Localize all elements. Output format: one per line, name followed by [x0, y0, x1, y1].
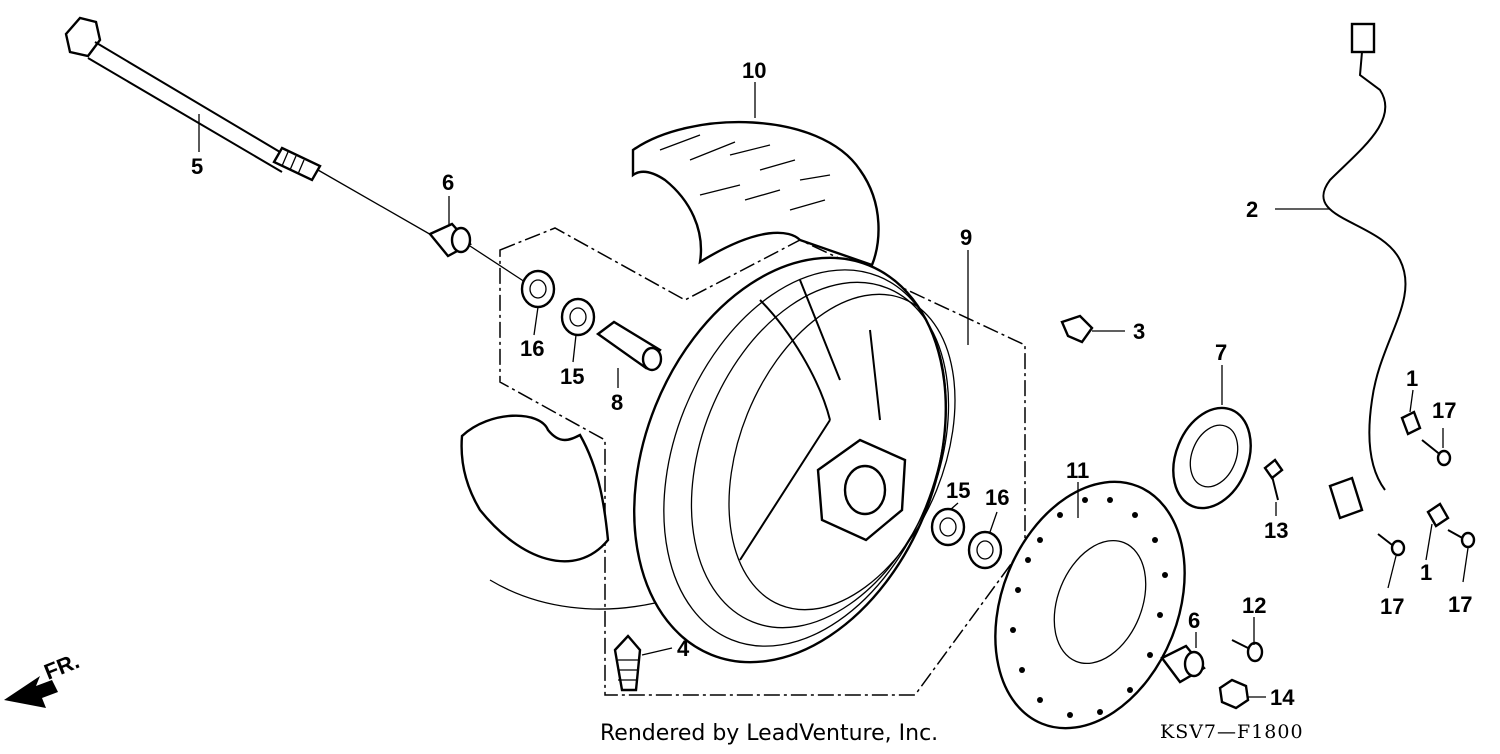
callout-11: 11: [1066, 458, 1089, 483]
callout-9: 9: [960, 225, 972, 250]
bracket-bolt-lower[interactable]: [1447, 529, 1476, 549]
front-marker: FR.: [41, 648, 83, 684]
callout-16-right: 16: [985, 485, 1009, 510]
bearing-left-outer[interactable]: [520, 269, 556, 309]
bracket-bolt-upper[interactable]: [1421, 439, 1452, 467]
disc-bolt-13[interactable]: [1263, 458, 1284, 501]
callout-7: 7: [1215, 340, 1227, 365]
diagram-code: KSV7—F1800: [1160, 721, 1304, 743]
callout-15-left: 15: [560, 364, 584, 389]
callout-14: 14: [1270, 685, 1295, 710]
tire-lower-section[interactable]: [460, 414, 656, 610]
bearing-right-outer[interactable]: [967, 530, 1003, 570]
leader-lines: [198, 82, 1469, 698]
callout-5: 5: [191, 154, 203, 179]
tire-valve[interactable]: [613, 634, 642, 692]
wire-bracket-upper[interactable]: [1400, 410, 1422, 436]
callout-17-upper: 17: [1432, 398, 1456, 423]
callout-12: 12: [1242, 593, 1266, 618]
credit-text: Rendered by LeadVenture, Inc.: [600, 721, 938, 746]
callout-17-lower-left: 17: [1380, 594, 1404, 619]
axle-nut[interactable]: [1218, 678, 1250, 710]
callout-6-left: 6: [442, 170, 454, 195]
clip[interactable]: [1060, 314, 1094, 344]
wire-bracket-lower[interactable]: [1426, 502, 1450, 528]
callout-15-right: 15: [946, 478, 970, 503]
collar-left[interactable]: [428, 222, 526, 283]
sensor-bolt[interactable]: [1377, 533, 1406, 557]
brake-disc[interactable]: [960, 453, 1219, 749]
abs-sensor-wire[interactable]: [1322, 22, 1407, 520]
front-direction-arrow-icon: [4, 676, 58, 708]
collar-right[interactable]: [1160, 644, 1206, 684]
bearing-left-inner[interactable]: [560, 297, 596, 337]
wheel-rim[interactable]: [577, 211, 1003, 709]
callout-2: 2: [1246, 197, 1258, 222]
callout-6-right: 6: [1188, 608, 1200, 633]
callout-3: 3: [1133, 319, 1145, 344]
callout-1-upper: 1: [1406, 366, 1418, 391]
bearing-right-inner[interactable]: [930, 507, 966, 547]
callout-17-lower-right: 17: [1448, 592, 1472, 617]
callout-4: 4: [677, 636, 690, 661]
callout-8: 8: [611, 390, 623, 415]
tire[interactable]: [631, 120, 880, 267]
distance-collar[interactable]: [595, 320, 663, 372]
callout-1-lower: 1: [1420, 560, 1432, 585]
callout-10: 10: [742, 58, 766, 83]
axle-bolt[interactable]: [64, 16, 441, 241]
callout-13: 13: [1264, 518, 1288, 543]
pulser-ring[interactable]: [1159, 396, 1265, 519]
disc-bolt-12[interactable]: [1231, 639, 1264, 663]
callout-16-left: 16: [520, 336, 544, 361]
